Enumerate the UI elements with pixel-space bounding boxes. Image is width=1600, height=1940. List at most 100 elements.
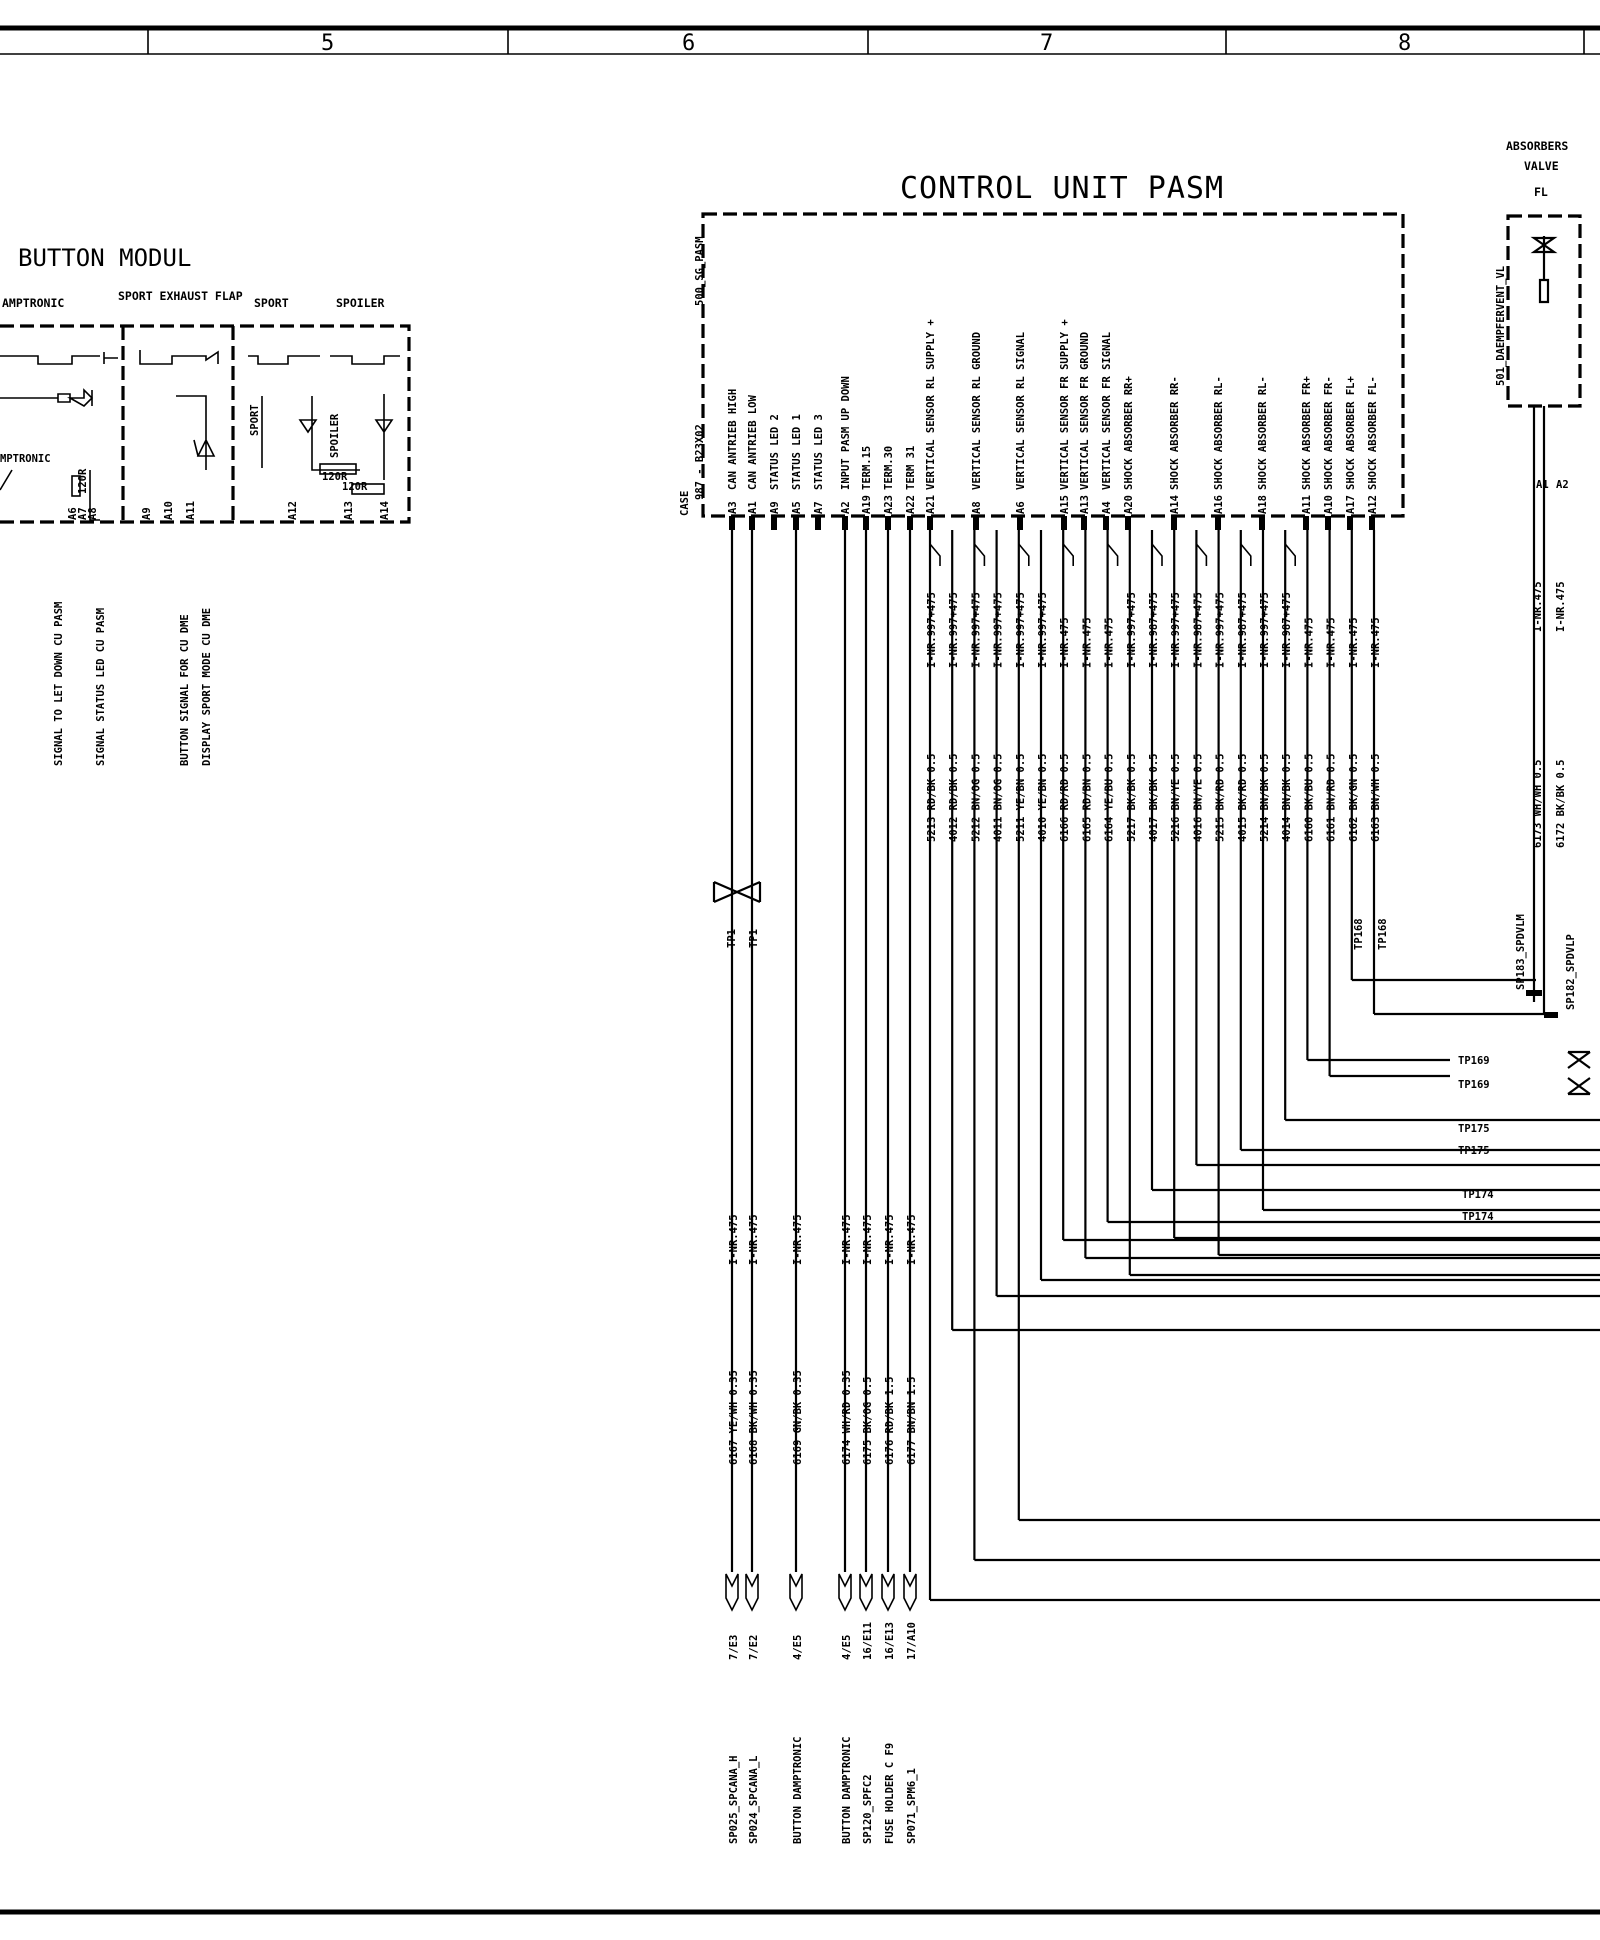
button-pin: A13 <box>343 501 355 520</box>
wire-inr-label: I-NR.997+475 <box>970 592 982 668</box>
valve-wire: 6172 BK/BK 0.5 <box>1555 759 1567 848</box>
cu-pin-number: A22 <box>905 495 917 514</box>
valve-inr: I-NR.475 <box>1555 581 1567 632</box>
cu-pin-name: SHOCK ABSORBER RL- <box>1257 376 1269 490</box>
wire-inr-label: I-NR.475 <box>862 1214 874 1265</box>
valve-wire: 6173 WH/WH 0.5 <box>1532 759 1544 848</box>
cu-pin-terminal <box>815 516 821 530</box>
wire-inr-label: I-NR.475 <box>906 1214 918 1265</box>
shield-hook <box>1195 543 1208 566</box>
button-pin: A6 <box>67 507 79 520</box>
wire-inr-label: I-NR.475 <box>1326 617 1338 668</box>
wire-inr-label: I-NR.475 <box>792 1214 804 1265</box>
button-pin: A8 <box>87 507 99 520</box>
cu-pin-number: A12 <box>1367 495 1379 514</box>
zone-label: 6 <box>682 31 695 56</box>
upper-wire-group: I-NR.997+475 5213 RD/BK 0.5 I-NR.997+475 40… <box>926 530 1600 1602</box>
cu-pin-name: CAN ANTRIEB LOW <box>747 394 759 490</box>
cu-pin-terminal <box>749 516 755 530</box>
cu-pin-terminal <box>842 516 848 530</box>
cu-pin-terminal <box>1125 516 1131 530</box>
cu-pin-number: A4 <box>1101 501 1113 514</box>
zone-strip: 5 6 7 8 <box>0 25 1600 56</box>
control-unit-pasm: CONTROL UNIT PASM 500_SG_PASM 987 - B23X… <box>679 171 1405 530</box>
cu-pin-terminal <box>1081 516 1087 530</box>
cu-pin-name: VERTICAL SENSOR RL GROUND <box>971 332 983 490</box>
wire-inr-label: I-NR.987+475 <box>1237 592 1249 668</box>
twisted-pair-label: TP169 <box>1458 1079 1490 1091</box>
wire-id-label: 6164 YE/BU 0.5 <box>1104 753 1116 842</box>
wire-inr-label: I-NR.475 <box>884 1214 896 1265</box>
wire-id-label: 6161 BN/RD 0.5 <box>1326 753 1338 842</box>
cu-pin-terminal <box>1259 516 1265 530</box>
wire-inr-label: I-NR.997+475 <box>1126 592 1138 668</box>
wire-inr-label: I-NR.475 <box>728 1214 740 1265</box>
cu-pin-name: VERTICAL SENSOR RL SUPPLY + <box>925 319 937 490</box>
button-section-label: SPOILER <box>336 296 385 310</box>
case-label: CASE <box>679 491 691 516</box>
cu-pin-terminal <box>793 516 799 530</box>
twisted-pair-label: TP174 <box>1462 1189 1494 1201</box>
zone-label: 5 <box>321 31 334 56</box>
shield-hook <box>973 543 986 566</box>
button-signal-label: SIGNAL TO LET DOWN CU PASM <box>53 602 65 766</box>
cu-pin-name: VERTICAL SENSOR FR SIGNAL <box>1101 332 1113 490</box>
cu-pin-number: A3 <box>727 501 739 514</box>
absorber-valve-fl: ABSORBERS VALVE FL 501_DAEMPFERVENT_VL A… <box>1495 139 1582 1018</box>
cu-pin-terminal <box>927 516 933 530</box>
shield-hook <box>929 543 941 566</box>
cu-pin-number: A11 <box>1301 495 1313 514</box>
cu-pin-name: VERTICAL SENSOR RL SIGNAL <box>1015 332 1027 490</box>
twisted-pair-label: TP169 <box>1458 1055 1490 1067</box>
cu-pin-terminal <box>1325 516 1331 530</box>
wire-ref-label: 7/E2 <box>748 1635 760 1660</box>
valve-code: 501_DAEMPFERVENT_VL <box>1495 266 1507 386</box>
button-pin: A11 <box>185 501 197 520</box>
button-inner-label: 120R <box>77 468 89 494</box>
wire-id-label: 4017 BK/BK 0.5 <box>1148 753 1160 842</box>
cu-pin-number: A15 <box>1059 495 1071 514</box>
button-inner-label: SPOILER <box>329 413 341 458</box>
connector-arrow <box>745 1573 759 1612</box>
shield-hook <box>1240 543 1252 566</box>
wire-id-label: 6162 BK/GN 0.5 <box>1348 753 1360 842</box>
cu-pin-name: SHOCK ABSORBER FL+ <box>1345 376 1357 490</box>
wire-id-label: 6176 RD/BK 1.5 <box>884 1376 896 1465</box>
cu-pin-number: A23 <box>883 495 895 514</box>
button-signal-label: DISPLAY SPORT MODE CU DME <box>201 608 213 766</box>
cu-pin-name: SHOCK ABSORBER RL- <box>1213 376 1225 490</box>
cu-pin-name: VERTICAL SENSOR FR GROUND <box>1079 332 1091 490</box>
shield-hook <box>1284 543 1296 566</box>
shield-hook <box>1018 543 1030 566</box>
cu-pin-terminal <box>1061 516 1067 530</box>
wire-id-label: 4012 RD/BK 0.5 <box>948 753 960 842</box>
twisted-pair-label: TP168 <box>1353 918 1365 950</box>
valve-title-line: VALVE <box>1524 159 1559 173</box>
wire-dest-label: FUSE HOLDER C F9 <box>884 1743 896 1844</box>
cu-pin-terminal <box>1017 516 1023 530</box>
wire-dest-label: BUTTON DAMPTRONIC <box>792 1737 804 1844</box>
wire-id-label: 5213 RD/BK 0.5 <box>926 753 938 842</box>
wire-inr-label: I-NR.997+475 <box>1037 592 1049 668</box>
cu-pin-name: CAN ANTRIEB HIGH <box>727 389 739 490</box>
button-signal-label: SIGNAL STATUS LED CU PASM <box>95 608 107 766</box>
cu-pin-number: A8 <box>971 501 983 514</box>
wire-id-label: 6174 WH/RD 0.35 <box>841 1370 853 1465</box>
splice-label: SP182_SPDVLP <box>1565 934 1577 1010</box>
wire-id-label: 4011 BN/OG 0.5 <box>993 753 1005 842</box>
connector-arrow <box>838 1573 852 1612</box>
cu-pin-number: A5 <box>791 501 803 514</box>
cu-pin-number: A2 <box>840 501 852 514</box>
cu-pin-number: A1 <box>747 501 759 514</box>
shield-hook <box>1106 543 1119 566</box>
zone-label: 7 <box>1040 31 1053 56</box>
button-section-label: SPORT EXHAUST FLAP <box>118 289 243 303</box>
cu-pin-name: VERTICAL SENSOR FR SUPPLY + <box>1059 319 1071 490</box>
cu-pin-terminal <box>729 516 735 530</box>
wire-id-label: 6167 YE/WH 0.35 <box>728 1370 740 1465</box>
button-pin: A12 <box>287 501 299 520</box>
twisted-pair-label: TP1 <box>726 929 738 948</box>
wire-ref-label: 16/E13 <box>884 1622 896 1660</box>
button-modul-title: BUTTON MODUL <box>18 244 191 272</box>
